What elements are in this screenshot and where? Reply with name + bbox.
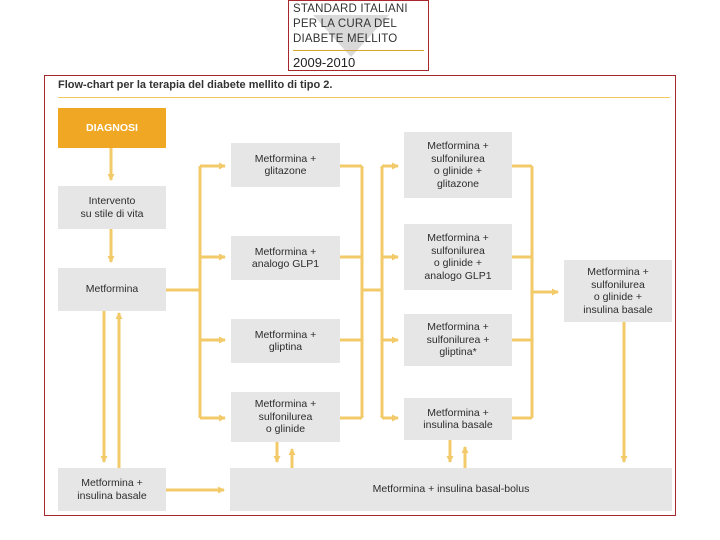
logo-line-3: DIABETE MELLITO bbox=[293, 33, 398, 45]
box-metformina-sulfonilurea-insulina-basale: Metformina + sulfonilurea o glinide + in… bbox=[564, 260, 672, 322]
box-metformina: Metformina bbox=[58, 268, 166, 311]
box-metformina-insulina-basale: Metformina + insulina basale bbox=[58, 468, 166, 511]
title-divider bbox=[58, 97, 670, 98]
box-metformina-gliptina: Metformina + gliptina bbox=[231, 319, 340, 363]
box-metformina-insulina-basale-2: Metformina + insulina basale bbox=[404, 398, 512, 440]
box-metformina-glitazone: Metformina + glitazone bbox=[231, 143, 340, 187]
logo-rule bbox=[293, 50, 424, 51]
logo-line-1: STANDARD ITALIANI bbox=[293, 3, 408, 15]
box-intervento-stile-di-vita: Intervento su stile di vita bbox=[58, 186, 166, 229]
box-metformina-sulfonilurea: Metformina + sulfonilurea o glinide bbox=[231, 392, 340, 442]
logo-years: 2009-2010 bbox=[293, 55, 356, 70]
box-metformina-sulfonilurea-glitazone: Metformina + sulfonilurea o glinide + gl… bbox=[404, 132, 512, 198]
box-metformina-insulina-basal-bolus: Metformina + insulina basal-bolus bbox=[230, 468, 672, 511]
box-diagnosi: DIAGNOSI bbox=[58, 108, 166, 148]
flowchart-title: Flow-chart per la terapia del diabete me… bbox=[58, 79, 333, 91]
box-metformina-sulfonilurea-gliptina: Metformina + sulfonilurea + gliptina* bbox=[404, 314, 512, 366]
logo-line-2: PER LA CURA DEL bbox=[293, 18, 397, 30]
box-metformina-sulfonilurea-glp1: Metformina + sulfonilurea o glinide + an… bbox=[404, 224, 512, 290]
flowchart-frame bbox=[44, 75, 676, 516]
box-metformina-glp1: Metformina + analogo GLP1 bbox=[231, 236, 340, 280]
standard-italiani-logo: STANDARD ITALIANI PER LA CURA DEL DIABET… bbox=[288, 0, 429, 71]
